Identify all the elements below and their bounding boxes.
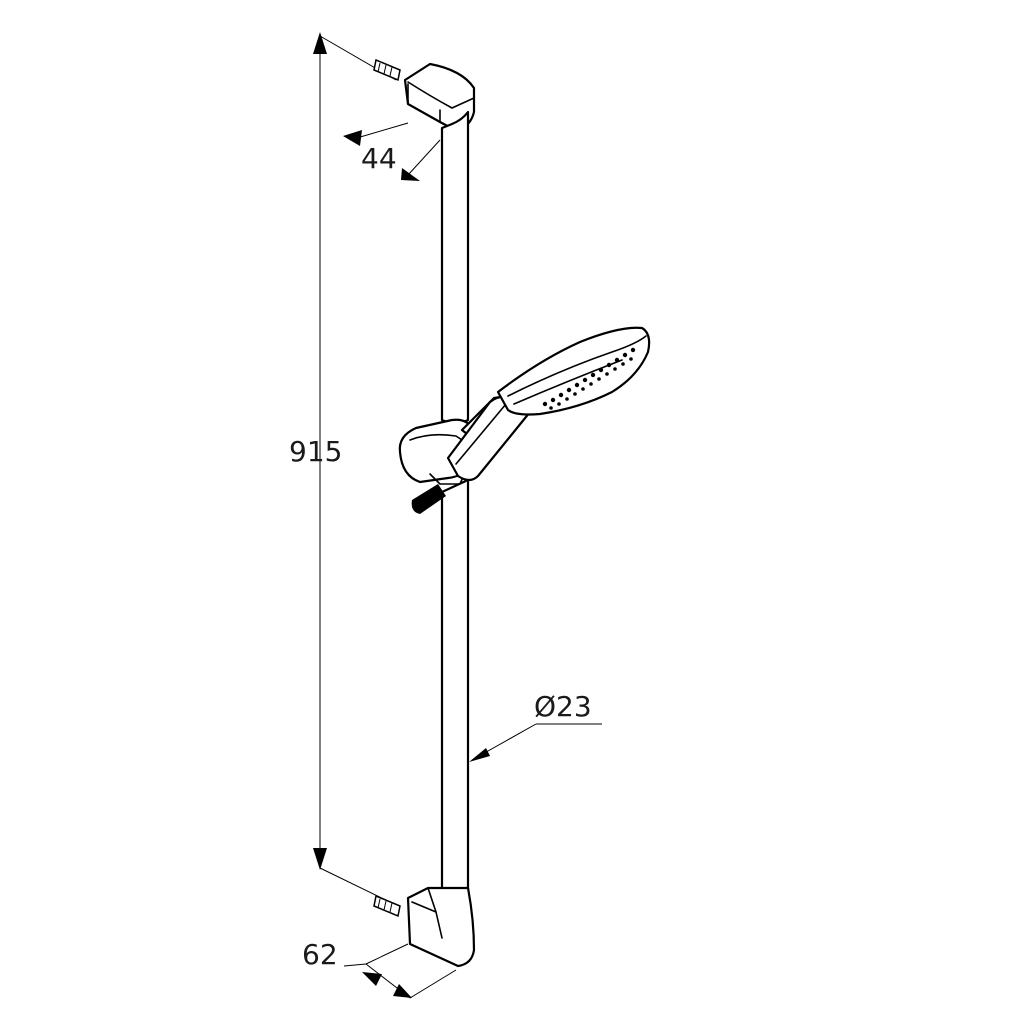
top-bracket xyxy=(373,58,476,132)
top-depth-dimension: 44 xyxy=(343,122,441,181)
diameter-leader: Ø23 xyxy=(469,690,602,762)
hand-shower xyxy=(446,326,651,482)
bottom-bracket xyxy=(373,886,476,968)
height-label: 915 xyxy=(289,435,342,468)
bottom-depth-dimension: 62 xyxy=(302,938,457,999)
height-dimension: 915 xyxy=(289,32,397,906)
rail xyxy=(440,110,470,892)
spray-nozzles xyxy=(542,347,636,410)
bottom-depth-label: 62 xyxy=(302,938,338,971)
rail-diameter-label: Ø23 xyxy=(534,690,592,723)
top-depth-label: 44 xyxy=(361,142,397,175)
